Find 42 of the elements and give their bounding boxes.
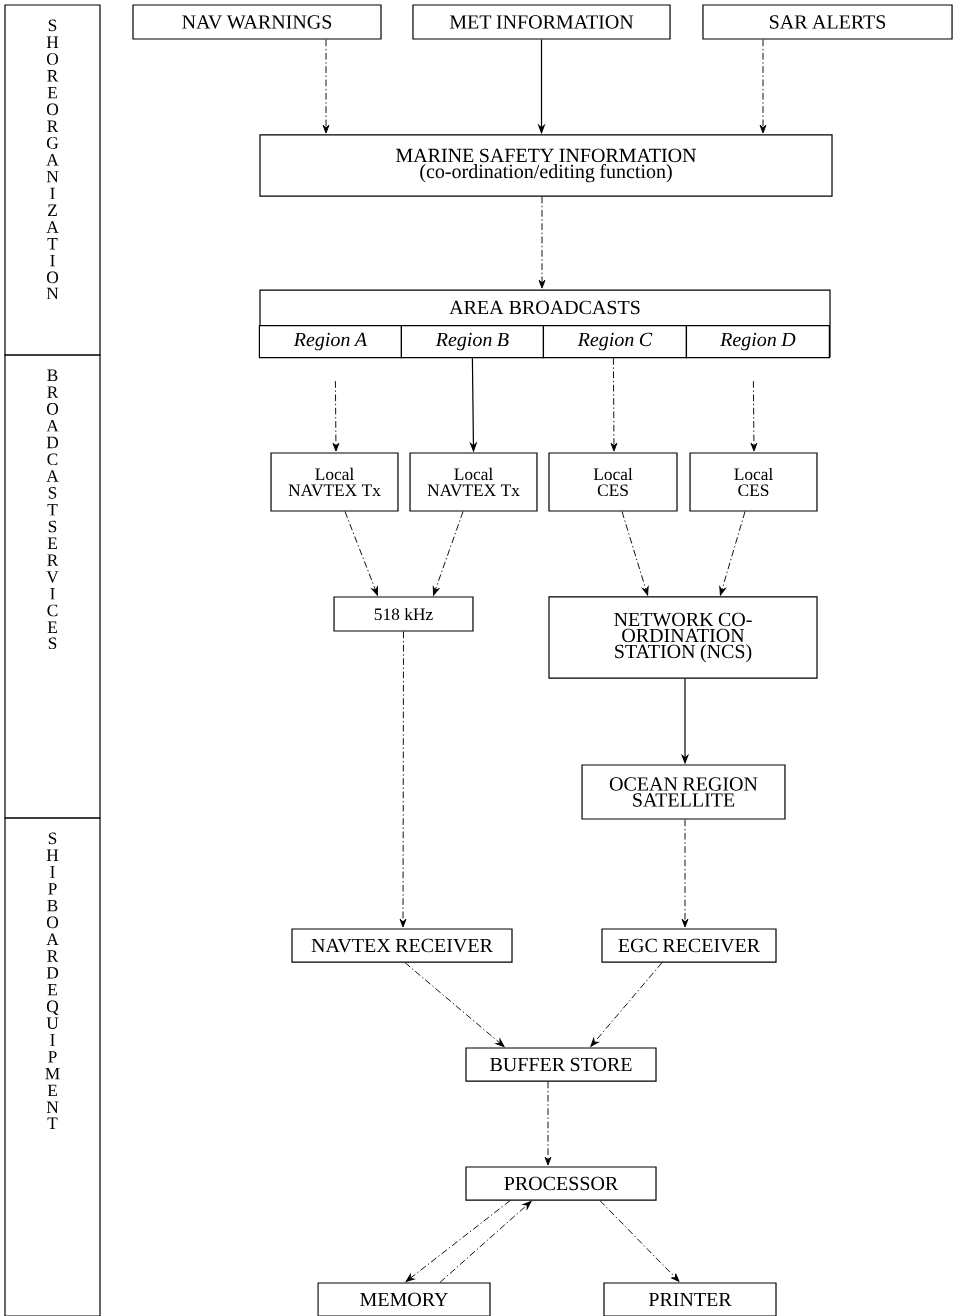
process-box: PROCESSOR [465,1166,657,1201]
arrow [544,1081,552,1166]
process-box: MEMORY [317,1282,491,1316]
process-box: Local NAVTEX Tx [409,452,538,512]
region-cell: Region C [542,324,687,359]
process-box: NAV WARNINGS [132,4,382,40]
process-box: MET INFORMATION [412,4,671,40]
process-box: Local NAVTEX Tx [270,452,399,512]
arrow [405,1200,511,1283]
arrow [439,1201,532,1283]
process-box: OCEAN REGION SATELLITE [581,764,786,820]
process-box: BUFFER STORE [465,1047,657,1082]
process-box: NETWORK CO-ORDINATION STATION (NCS) [548,596,818,679]
arrow [399,631,407,928]
process-box: EGC RECEIVER [601,928,777,963]
process-box: NAVTEX RECEIVER [291,928,513,963]
process-box: SAR ALERTS [702,4,953,40]
arrow [599,1200,680,1282]
arrow [719,511,746,596]
arrow [322,39,330,134]
section-band: SHIPBOARD EQUIPMENT [4,817,101,1316]
arrow [759,39,767,134]
arrow [621,511,649,596]
arrow [610,357,618,452]
region-cell: Region A [258,324,402,359]
arrow [404,962,505,1047]
section-band: BROADCAST SERVICES [4,354,101,819]
arrow [344,511,378,596]
arrow [590,962,663,1047]
arrow [538,196,546,289]
arrow [432,511,464,596]
arrow [750,380,758,452]
process-box: MARINE SAFETY INFORMATION (co-ordination/editing function) [259,134,833,197]
region-cell: Region B [400,324,544,359]
arrow [681,819,689,928]
process-box: 518 kHz [333,596,474,632]
process-box: Local CES [548,452,678,512]
process-box: PRINTER [603,1282,777,1316]
section-band: SHORE ORGANIZATION [4,4,101,356]
process-box: Local CES [689,452,818,512]
arrow [332,380,340,452]
region-cell: Region D [685,324,830,359]
